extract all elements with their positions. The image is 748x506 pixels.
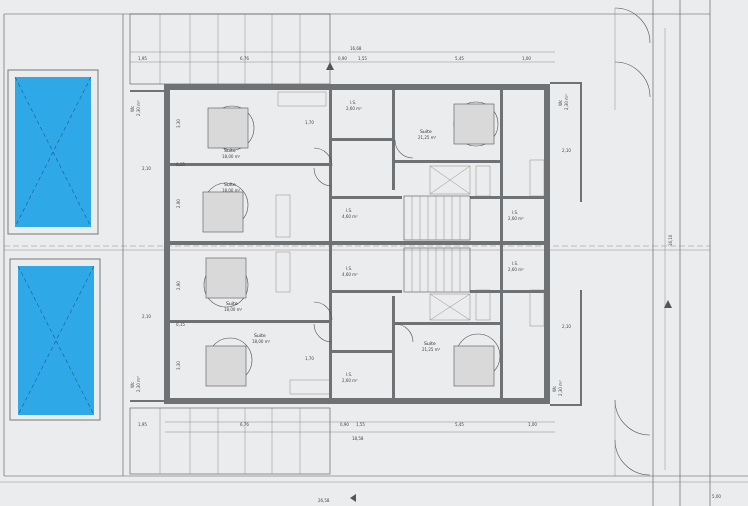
pool-top [7, 69, 99, 235]
dim-2-90-a: 2,90 [176, 199, 181, 208]
dim-2-10-a: 2,10 [142, 166, 151, 171]
dimension-labels: 16,68 1,95 6,76 0,90 1,55 5,45 1,00 18,5… [138, 46, 721, 503]
dim-total-top: 16,68 [350, 46, 362, 51]
dim-1-70-b: 1,70 [305, 356, 314, 361]
pool-bottom [9, 258, 101, 421]
bed-furniture [202, 101, 501, 387]
is-5-label: I.S. [512, 210, 518, 215]
suite-3-area: 18,00 m² [224, 307, 243, 312]
dim-1-55-top: 1,55 [358, 56, 367, 61]
is-6-label: I.S. [512, 261, 518, 266]
dim-1-00-top: 1,00 [522, 56, 531, 61]
dim-3-30-a: 3,30 [176, 119, 181, 128]
suite-6-area: 21,25 m² [422, 347, 441, 352]
dim-1-00-bottom: 1,00 [528, 422, 537, 427]
wc-3-area: 2,30 m² [564, 94, 569, 110]
section-markers [326, 62, 672, 502]
wc-2-area: 2,30 m² [136, 376, 141, 392]
dim-0-90-top: 0,90 [338, 56, 347, 61]
suite-5-area: 21,25 m² [418, 135, 437, 140]
suite-1-label: Suite [224, 148, 236, 154]
dim-overall-bottom: 26,58 [318, 498, 330, 503]
is-4-area: 2,60 m² [342, 378, 358, 383]
is-5-area: 2,60 m² [508, 216, 524, 221]
dim-6-76-bottom: 6,76 [240, 422, 249, 427]
wc-4-area: 2,30 m² [558, 380, 563, 396]
dim-5-45-bottom: 5,45 [455, 422, 464, 427]
suite-2-label: Suite [224, 182, 236, 188]
dim-3-30-b: 3,30 [176, 361, 181, 370]
dim-total-bottom: 18,58 [352, 436, 364, 441]
dim-1-95-top: 1,95 [138, 56, 147, 61]
door-swings [313, 7, 651, 476]
dim-1-55-bottom: 1,55 [356, 422, 365, 427]
pergola-bottom [129, 407, 331, 475]
dim-height-right: 16,10 [668, 234, 673, 246]
building-walls [130, 82, 582, 406]
dim-0-15-a: 0,15 [176, 162, 185, 167]
suite-6-label: Suite [424, 341, 436, 347]
is-4-label: I.S. [346, 372, 352, 377]
suite-1-area: 18,00 m² [222, 154, 241, 159]
is-2-area: 4,60 m² [342, 214, 358, 219]
dim-0-15-b: 0,15 [176, 322, 185, 327]
dim-1-95-bottom: 1,95 [138, 422, 147, 427]
room-labels: Suite 18,00 m² Suite 18,00 m² Suite 18,0… [130, 94, 569, 396]
is-6-area: 2,60 m² [508, 267, 524, 272]
dimension-lines [130, 28, 666, 470]
wc-4-label: Wc [552, 386, 557, 392]
suite-5-label: Suite [420, 129, 432, 135]
is-3-area: 4,60 m² [342, 272, 358, 277]
wc-2-label: Wc [130, 382, 135, 388]
dim-2-10-c: 2,10 [562, 148, 571, 153]
wardrobes [275, 91, 545, 395]
dim-right-margin: 5,00 [712, 494, 721, 499]
wc-1-area: 2,30 m² [136, 100, 141, 116]
suite-2-area: 18,00 m² [222, 188, 241, 193]
is-1-area: 2,60 m² [346, 106, 362, 111]
dim-2-10-b: 2,10 [142, 314, 151, 319]
wc-3-label: Wc [558, 100, 563, 106]
dim-0-90-bottom: 0,90 [340, 422, 349, 427]
dim-2-90-b: 2,90 [176, 281, 181, 290]
dim-1-70-a: 1,70 [305, 120, 314, 125]
suite-4-label: Suite [254, 333, 266, 339]
is-3-label: I.S. [346, 266, 352, 271]
dim-2-10-d: 2,10 [562, 324, 571, 329]
is-2-label: I.S. [346, 208, 352, 213]
stairs [403, 165, 471, 321]
dim-5-45-top: 5,45 [455, 56, 464, 61]
dim-6-76-top: 6,76 [240, 56, 249, 61]
wc-1-label: Wc [130, 106, 135, 112]
is-1-label: I.S. [350, 100, 356, 105]
suite-4-area: 18,00 m² [252, 339, 271, 344]
suite-3-label: Suite [226, 301, 238, 307]
